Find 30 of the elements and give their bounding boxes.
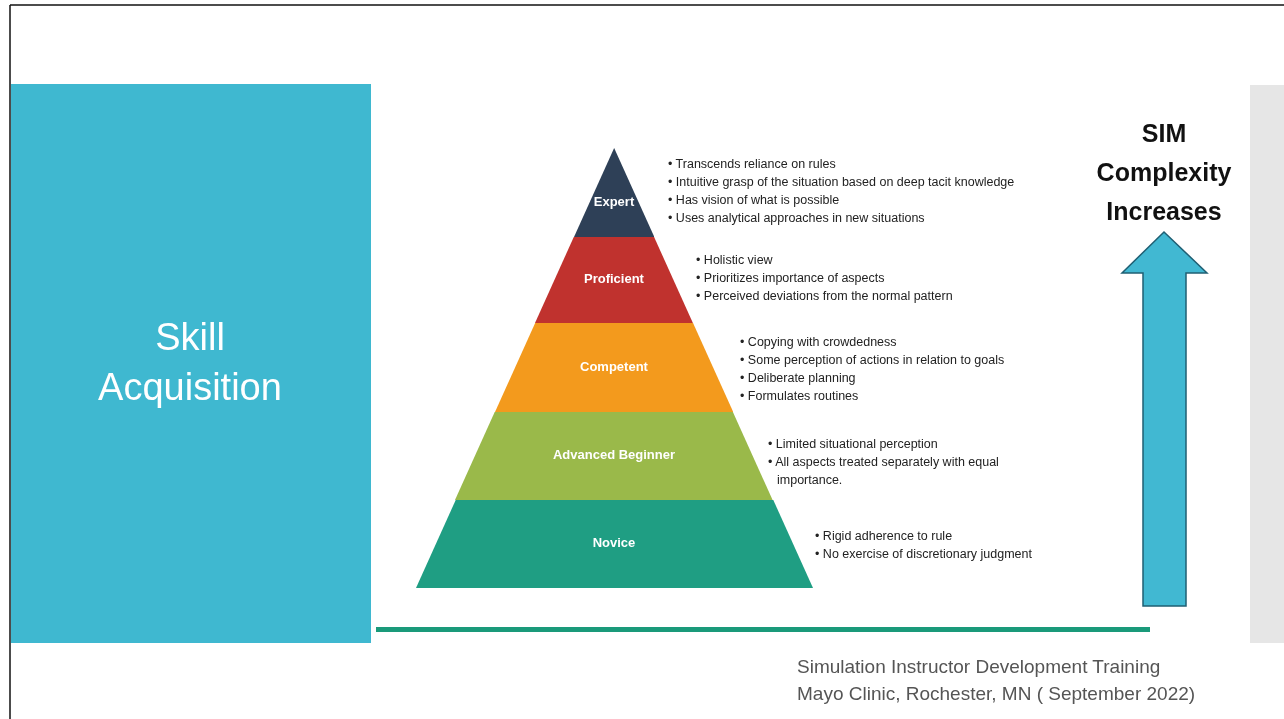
bullet-text: • Holistic view [696,252,774,269]
side-bar [1250,85,1284,643]
tier-label: Novice [592,535,636,550]
bullet-text: • Formulates routines [740,388,860,405]
bullet-text: • Deliberate planning [740,370,857,387]
arrow-caption: SIM Complexity Increases [1095,118,1233,227]
pyramid-tier [455,412,773,500]
slide-title: Skill Acquisition [97,315,283,410]
tier-label: Competent [580,358,648,374]
footer-text: Simulation Instructor Development Training [797,656,1161,678]
footer-text: Mayo Clinic, Rochester, MN ( September 2022) [797,683,1196,705]
bullet-text: • Intuitive grasp of the situation based on deep tacit knowledge [668,174,1016,191]
bullet-text: • Prioritizes importance of aspects [696,270,886,287]
tier-label: Advanced Beginner [552,447,676,462]
pyramid-tier [573,148,655,237]
pyramid-tier [535,237,693,323]
bullet-text: • All aspects treated separately with equal importance. [768,454,1000,489]
pyramid-tier [494,323,734,412]
bullet-text: • Copying with crowdedness [740,334,898,351]
bullet-text: • Uses analytical approaches in new situations [668,210,926,227]
pyramid-tier [415,500,813,588]
bullet-text: • Rigid adherence to rule [815,528,954,545]
bullet-text: • Perceived deviations from the normal pattern [696,288,954,305]
bullet-text: • Limited situational perception [768,436,939,453]
tier-label: Expert [593,194,635,210]
bullet-text: • Has vision of what is possible [668,192,841,209]
bullet-text: • Some perception of actions in relation to goals [740,352,1006,369]
bullet-text: • No exercise of discretionary judgment [815,546,1033,563]
bullet-text: • Transcends reliance on rules [668,156,837,173]
tier-label: Proficient [584,271,644,286]
